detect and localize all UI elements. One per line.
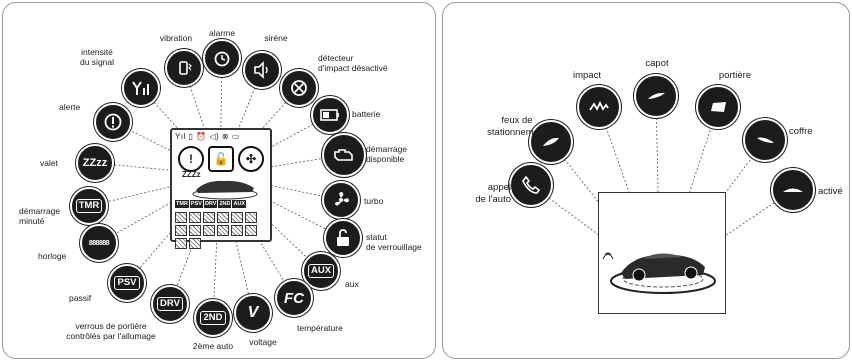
- label-coffre: coffre: [789, 126, 813, 137]
- car-on-turntable-icon: [602, 252, 716, 294]
- lcd-mode: PSV: [189, 200, 203, 208]
- drv-text: DRV: [157, 297, 183, 311]
- lcd-turbo-icon: ✣: [238, 146, 264, 172]
- label-lock-status: statut de verrouillage: [366, 232, 422, 252]
- label-start-available: démarrage disponible: [366, 144, 408, 164]
- activated-icon: [771, 168, 815, 212]
- vibration-icon: [165, 49, 203, 87]
- label-impact: impact: [573, 70, 601, 81]
- lcd-lock-icon: 🔓: [208, 146, 234, 172]
- impact-sensor-off-icon: [280, 69, 318, 107]
- second-car-icon: 2ND: [194, 299, 232, 337]
- lcd-mode: DRV: [203, 200, 218, 208]
- valet-icon: ZZzz: [76, 144, 114, 182]
- label-horloge: horloge: [38, 251, 67, 261]
- label-temperature: température: [297, 323, 343, 333]
- label-valet: valet: [40, 158, 58, 168]
- lcd-mode: TMR: [175, 200, 189, 208]
- label-capot: capot: [645, 58, 669, 69]
- snd-text: 2ND: [200, 311, 226, 325]
- hood-icon: [634, 74, 678, 118]
- label-batterie: batterie: [352, 109, 381, 119]
- voltage-text: V: [247, 304, 259, 321]
- siren-speaker-icon: [243, 51, 281, 89]
- alarm-clock-icon: [203, 39, 241, 77]
- engine-icon: [322, 133, 366, 177]
- label-feux: feux de stationnement: [487, 115, 547, 138]
- psv-text: PSV: [114, 276, 140, 290]
- valet-icon-text: ZZzz: [82, 157, 108, 169]
- label-aux: aux: [345, 279, 359, 289]
- lock-status-icon: [324, 219, 362, 257]
- parking-lights-icon: [529, 120, 573, 164]
- impact-icon: [577, 85, 621, 129]
- label-sirene: sirène: [264, 33, 288, 43]
- lcd-mode-row: TMR PSV DRV 2ND AUX: [175, 200, 247, 208]
- lcd-alert-icon: !: [178, 146, 204, 172]
- label-vibration: vibration: [159, 33, 193, 43]
- lcd-mode: AUX: [232, 200, 247, 208]
- label-alarme: alarme: [209, 28, 235, 38]
- clock-digits-icon: 888888: [80, 224, 118, 262]
- timer-start-icon: TMR: [70, 187, 108, 225]
- alert-icon: [94, 103, 132, 141]
- aux-icon: AUX: [302, 252, 340, 290]
- label-timed-start: démarrage minuté: [19, 206, 61, 226]
- label-signal: intensité du signal: [79, 47, 115, 67]
- lcd-car-icon: [192, 180, 258, 200]
- door-lock-ignition-icon: DRV: [151, 285, 189, 323]
- tmr-text: TMR: [75, 199, 103, 213]
- clock-digits-text: 888888: [88, 239, 110, 247]
- label-2nd-car: 2ème auto: [192, 341, 234, 351]
- label-impact-off: détecteur d'impact désactivé: [318, 53, 388, 73]
- lcd-status-row: Yıl ▯ ⏰ ◁) ⊗ ▭: [175, 132, 240, 141]
- label-portiere: portière: [718, 70, 752, 81]
- voltage-icon: V: [234, 294, 272, 332]
- door-icon: [696, 85, 740, 129]
- fc-text: FC: [284, 289, 304, 307]
- signal-strength-icon: [122, 69, 160, 107]
- label-turbo: turbo: [364, 196, 384, 206]
- lcd-display: Yıl ▯ ⏰ ◁) ⊗ ▭ ! 🔓 ✣ ZZZz TMR PSV DRV 2N…: [170, 128, 272, 249]
- label-alerte: alerte: [59, 102, 81, 112]
- turbo-fan-icon: [322, 181, 360, 219]
- label-ignition-locks: verrous de portière contrôlés par l'allu…: [66, 321, 156, 341]
- car-display-frame: [598, 192, 726, 314]
- label-appel: appel de l'auto: [475, 182, 511, 205]
- aux-text: AUX: [307, 264, 335, 278]
- temperature-icon: FC: [275, 279, 313, 317]
- label-active: activé: [818, 186, 843, 197]
- battery-icon: [311, 96, 349, 134]
- label-passif: passif: [69, 293, 92, 303]
- trunk-icon: [743, 118, 787, 162]
- lcd-mode: 2ND: [218, 200, 232, 208]
- phone-call-icon: [509, 163, 553, 207]
- passive-icon: PSV: [108, 264, 146, 302]
- label-voltage: voltage: [249, 337, 277, 347]
- lcd-valet-text: ZZZz: [182, 170, 201, 179]
- lcd-digits: [175, 212, 267, 249]
